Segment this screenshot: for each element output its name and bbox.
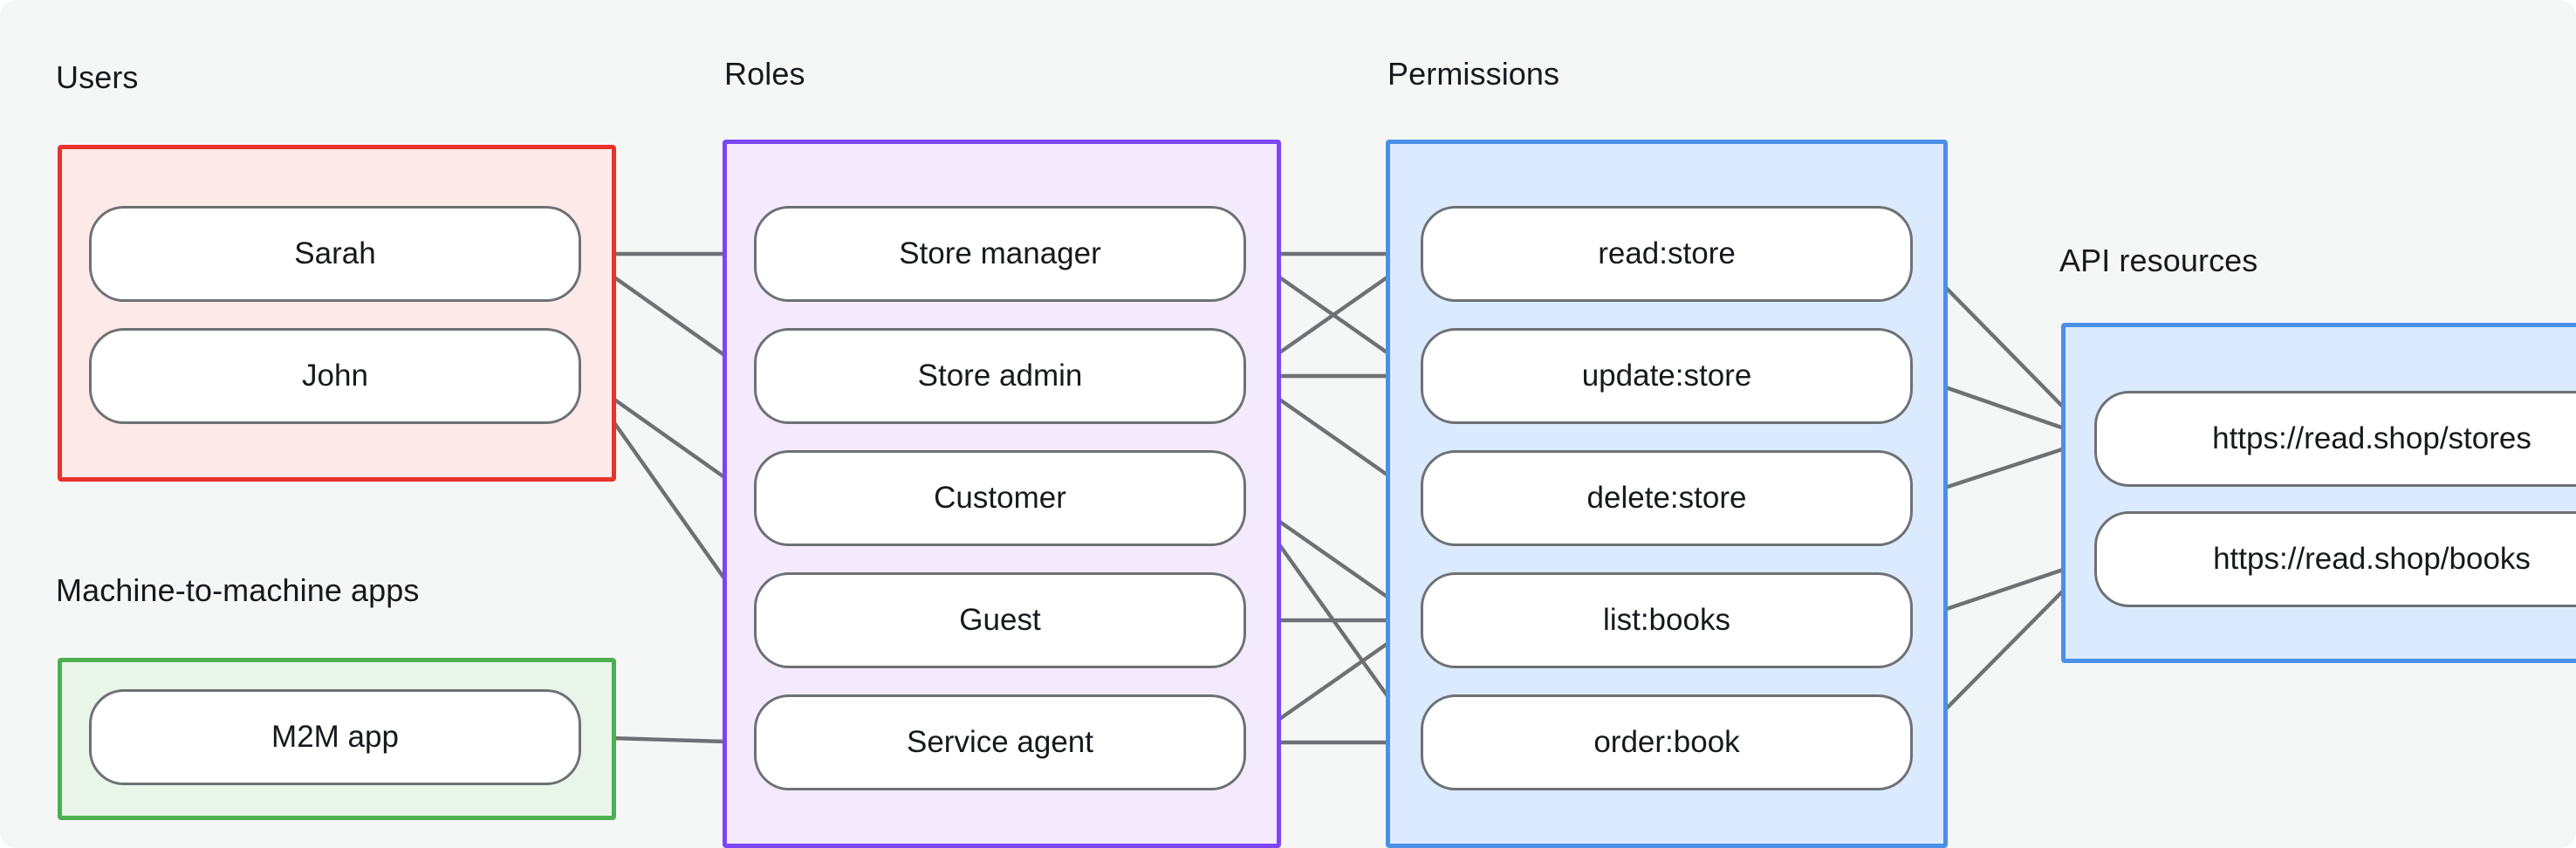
group-box-users [58,145,616,482]
node-update-store[interactable]: update:store [1421,328,1913,424]
group-box-api-resources [2061,323,2576,663]
group-title-roles: Roles [724,56,805,92]
node-read-store[interactable]: read:store [1421,206,1913,302]
group-title-users: Users [56,59,139,95]
group-title-m2m: Machine-to-machine apps [56,572,420,608]
node-delete-store[interactable]: delete:store [1421,450,1913,546]
node-customer[interactable]: Customer [754,450,1246,546]
node-service-agent[interactable]: Service agent [754,694,1246,790]
node-guest[interactable]: Guest [754,572,1246,668]
node-m2m-app[interactable]: M2M app [89,689,581,785]
group-title-permissions: Permissions [1387,56,1560,92]
node-john[interactable]: John [89,328,581,424]
node-sarah[interactable]: Sarah [89,206,581,302]
node-res-stores[interactable]: https://read.shop/stores [2094,391,2576,487]
group-title-api-resources: API resources [2059,243,2258,278]
node-list-books[interactable]: list:books [1421,572,1913,668]
node-store-admin[interactable]: Store admin [754,328,1246,424]
node-res-books[interactable]: https://read.shop/books [2094,511,2576,607]
node-order-book[interactable]: order:book [1421,694,1913,790]
node-store-manager[interactable]: Store manager [754,206,1246,302]
